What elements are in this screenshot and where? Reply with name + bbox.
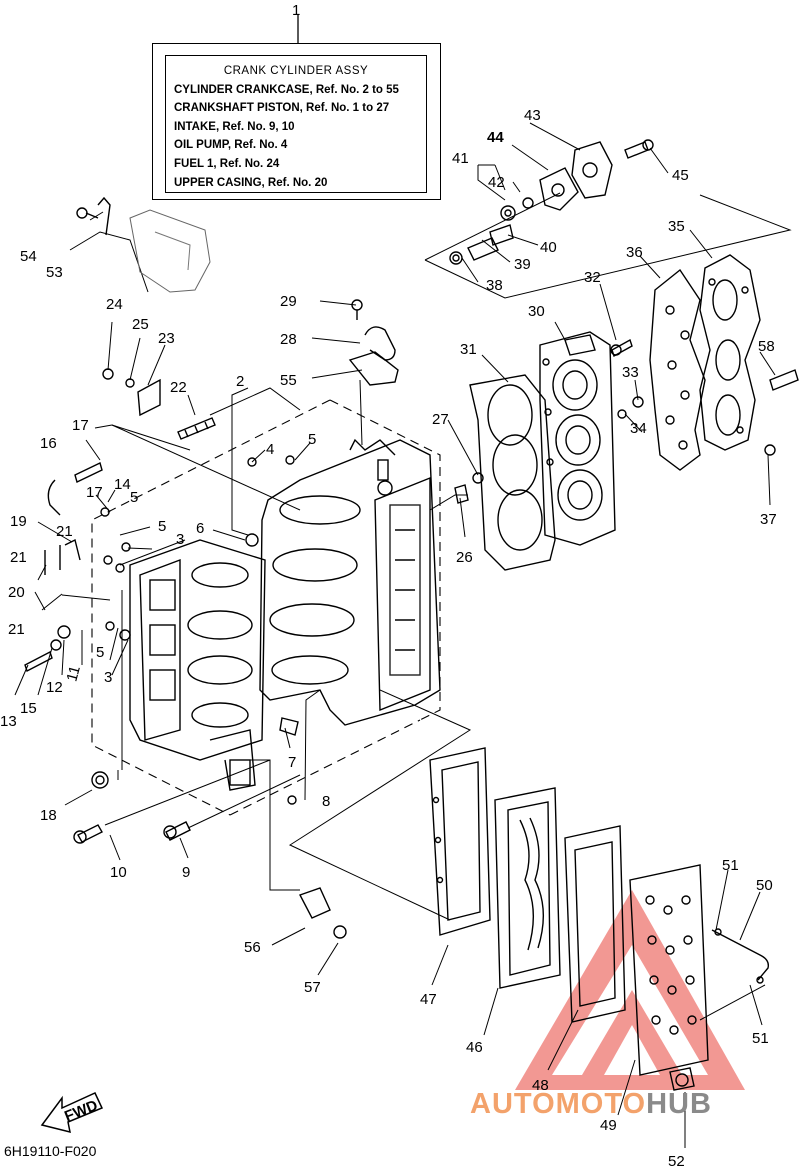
part-label: 21: [8, 621, 25, 638]
part-label: 34: [630, 420, 647, 437]
part-label: 18: [40, 807, 57, 824]
watermark-triangle: [515, 890, 745, 1090]
part-label: 5: [158, 518, 166, 535]
assembly-title: CRANK CYLINDER ASSY: [223, 65, 369, 77]
part-label: 51: [752, 1030, 769, 1047]
part-label: 21: [10, 549, 27, 566]
part-label: 37: [760, 511, 777, 528]
part-label: 24: [106, 296, 123, 313]
gasket-47-drawing: [429, 747, 491, 936]
part-label: 12: [46, 679, 63, 696]
part-label: 36: [626, 244, 643, 261]
part-label: 29: [280, 293, 297, 310]
fwd-arrow-icon: [40, 1092, 104, 1134]
part-label: 51: [722, 857, 739, 874]
part-label: 16: [40, 435, 57, 452]
part-label: 57: [304, 979, 321, 996]
assembly-line: OIL PUMP, Ref. No. 4: [174, 139, 288, 152]
part-label: 26: [456, 549, 473, 566]
assembly-reference-frame: [152, 43, 441, 200]
reed-valve-drawing: [494, 787, 561, 989]
part-label: 41: [452, 150, 469, 167]
assembly-line: CYLINDER CRANKCASE, Ref. No. 2 to 55: [174, 83, 399, 96]
part-label: 28: [280, 331, 297, 348]
assembly-line: INTAKE, Ref. No. 9, 10: [174, 120, 295, 133]
part-label: 49: [600, 1117, 617, 1134]
assembly-reference-box: CRANK CYLINDER ASSY CYLINDER CRANKCASE, …: [165, 55, 427, 193]
part-label: 15: [20, 700, 37, 717]
part-label: 43: [524, 107, 541, 124]
assembly-line: FUEL 1, Ref. No. 24: [174, 157, 280, 170]
part-label: 9: [182, 864, 190, 881]
part-label: 47: [420, 991, 437, 1008]
part-label: 4: [266, 441, 274, 458]
part-label: 58: [758, 338, 775, 355]
part-label: 17: [86, 484, 103, 501]
crankcase-drawing: [259, 438, 441, 726]
cylinder-head-drawing: [539, 331, 616, 546]
watermark-part2: HUB: [646, 1088, 712, 1120]
part-label: 5: [308, 431, 316, 448]
part-label: 23: [158, 330, 175, 347]
diagram-code: 6H19110-F020: [4, 1143, 97, 1159]
part-label: 53: [46, 264, 63, 281]
part-label: 48: [532, 1077, 549, 1094]
part-label: 14: [114, 476, 131, 493]
part-label: 3: [104, 669, 112, 686]
part-label: 42: [488, 174, 505, 191]
part-label: 56: [244, 939, 261, 956]
part-label: 19: [10, 513, 27, 530]
part-label: 3: [176, 531, 184, 548]
intake-cover-drawing: [629, 864, 709, 1076]
assembly-outline: [91, 399, 441, 816]
part-label: 22: [170, 379, 187, 396]
part-label: 54: [20, 248, 37, 265]
part-label: 21: [56, 523, 73, 540]
part-label: 44: [487, 129, 504, 146]
part-label-1: 1: [292, 2, 300, 19]
part-label: 8: [322, 793, 330, 810]
parts-drawings: [24, 139, 799, 1091]
part-label: 5: [96, 644, 104, 661]
part-label: 17: [72, 417, 89, 434]
cylinder-block-drawing: [129, 539, 266, 791]
part-label: 52: [668, 1153, 685, 1166]
part-label: 33: [622, 364, 639, 381]
part-label: 35: [668, 218, 685, 235]
part-label: 7: [288, 754, 296, 771]
part-label: 2: [236, 373, 244, 390]
assembly-line: UPPER CASING, Ref. No. 20: [174, 176, 328, 189]
part-label: 30: [528, 303, 545, 320]
part-label: 39: [514, 256, 531, 273]
part-label: 20: [8, 584, 25, 601]
part-label: 46: [466, 1039, 483, 1056]
part-label: 38: [486, 277, 503, 294]
part-label: 32: [584, 269, 601, 286]
cylinder-gasket-drawing: [469, 374, 556, 571]
part-number-labels: 1 2 3 3 4 5 5 5 5 6 7 8 9 10 11 12 13 14…: [0, 2, 777, 1166]
part-label: 40: [540, 239, 557, 256]
part-label: 11: [63, 664, 83, 683]
part-label: 31: [460, 341, 477, 358]
part-label: 27: [432, 411, 449, 428]
assembly-line: CRANKSHAFT PISTON, Ref. No. 1 to 27: [174, 102, 390, 115]
part-label: 25: [132, 316, 149, 333]
watermark-part1: AUTOMOTO: [470, 1088, 647, 1120]
part-label: 50: [756, 877, 773, 894]
part-label: 45: [672, 167, 689, 184]
part-label: 6: [196, 520, 204, 537]
part-label: 5: [130, 489, 138, 506]
part-label: 10: [110, 864, 127, 881]
part-label: 55: [280, 372, 297, 389]
watermark: AUTOMOTOHUB: [470, 1088, 712, 1121]
part-label: 13: [0, 713, 17, 730]
fwd-label: FWD: [62, 1097, 100, 1126]
